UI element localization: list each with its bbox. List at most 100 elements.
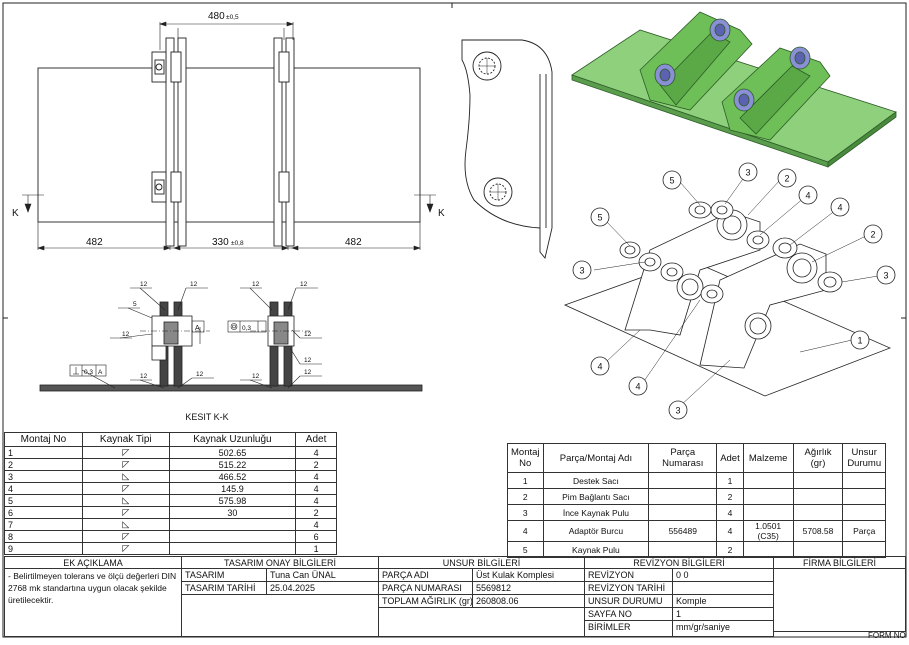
parts-pn bbox=[648, 541, 718, 558]
parts-qty: 1 bbox=[716, 472, 744, 489]
parts-st bbox=[842, 472, 886, 489]
weld-type-icon: ◺ bbox=[81, 470, 170, 483]
parts-st bbox=[842, 488, 886, 505]
parts-st: Parça bbox=[842, 520, 886, 542]
weld-qty: 4 bbox=[295, 494, 337, 507]
weld-no: 2 bbox=[4, 458, 83, 471]
svg-text:5: 5 bbox=[133, 301, 137, 308]
dim-482-left: 482 bbox=[86, 237, 103, 248]
balloon-label: 1 bbox=[857, 336, 862, 346]
parts-pn bbox=[648, 504, 718, 521]
balloon-label: 4 bbox=[597, 362, 602, 372]
weld-no: 7 bbox=[4, 518, 83, 531]
parts-no: 3 bbox=[507, 504, 544, 521]
weld-qty: 6 bbox=[295, 530, 337, 543]
weld-col-no: Montaj No bbox=[4, 432, 83, 447]
balloon bbox=[863, 224, 883, 244]
parts-w: 5708.58 bbox=[792, 520, 844, 542]
revizyon-label: REVİZYON bbox=[584, 568, 673, 582]
weld-labels: 12 12 5 12 12 12 12 12 12 12 12 12 bbox=[122, 281, 312, 380]
datum-a: A bbox=[195, 325, 200, 332]
balloon-label: 4 bbox=[635, 382, 640, 392]
parts-col-material: Malzeme bbox=[742, 443, 794, 473]
dim-330-tol: ±0,8 bbox=[231, 240, 244, 247]
weld-type-icon: ◸ bbox=[81, 530, 170, 543]
weld-no: 8 bbox=[4, 530, 83, 543]
parts-w bbox=[792, 504, 844, 521]
weld-symbols bbox=[81, 287, 322, 389]
balloon bbox=[628, 376, 648, 396]
balloon bbox=[662, 170, 682, 190]
parts-st bbox=[842, 541, 886, 558]
svg-text:12: 12 bbox=[140, 373, 148, 380]
table-row: 7◺4 bbox=[4, 518, 337, 531]
balloon bbox=[850, 330, 870, 350]
ek-aciklama-note: - Belirtilmeyen tolerans ve ölçü değerle… bbox=[4, 568, 182, 637]
gdt-frames bbox=[69, 320, 267, 377]
section-title: KESIT K-K bbox=[185, 412, 228, 422]
parts-no: 1 bbox=[507, 472, 544, 489]
parts-name: Pim Bağlantı Sacı bbox=[542, 488, 650, 505]
sayfa-no-label: SAYFA NO bbox=[584, 607, 673, 621]
table-row: 8◸ 6 bbox=[4, 530, 337, 543]
svg-text:12: 12 bbox=[190, 281, 198, 288]
weld-no: 4 bbox=[4, 482, 83, 495]
unsur-blank bbox=[378, 607, 585, 637]
weld-length bbox=[168, 542, 297, 555]
birimler-value: mm/gr/saniye bbox=[672, 620, 774, 637]
section-marker-right: K bbox=[438, 208, 445, 219]
exploded-view bbox=[563, 200, 892, 397]
balloon bbox=[738, 162, 758, 182]
svg-text:12: 12 bbox=[122, 331, 130, 338]
revizyon-tarihi-label: REVİZYON TARİHİ bbox=[584, 581, 673, 595]
tol-flat-ref: A bbox=[98, 369, 103, 376]
parts-mat bbox=[742, 541, 794, 558]
parts-no: 4 bbox=[507, 520, 544, 542]
parts-name: Destek Sacı bbox=[542, 472, 650, 489]
weld-type-icon: ◸ bbox=[81, 446, 170, 459]
weld-type-icon: ◸ bbox=[81, 482, 170, 495]
isometric-render bbox=[571, 11, 897, 168]
unsur-durumu-label: UNSUR DURUMU bbox=[584, 594, 673, 608]
parts-qty: 4 bbox=[716, 520, 744, 542]
balloon bbox=[668, 400, 688, 420]
parts-table: Montaj No Parça/Montaj Adı Parça Numaras… bbox=[507, 443, 886, 558]
balloon-label: 3 bbox=[675, 406, 680, 416]
birimler-label: BİRİMLER bbox=[584, 620, 673, 637]
toplam-agirlik-label: TOPLAM AĞIRLIK (gr) bbox=[378, 594, 473, 608]
weld-no: 9 bbox=[4, 542, 83, 555]
balloon-label: 2 bbox=[784, 174, 789, 184]
parts-mat: 1.0501 (C35) bbox=[742, 520, 794, 542]
weld-length: 466.52 bbox=[168, 470, 297, 483]
revizyon-tarihi-value bbox=[672, 581, 774, 595]
weld-qty: 4 bbox=[295, 446, 337, 459]
parts-w bbox=[792, 541, 844, 558]
balloon-label: 3 bbox=[883, 271, 888, 281]
tol-flat: 0,3 bbox=[84, 369, 93, 376]
weld-length bbox=[168, 530, 297, 543]
balloon-label: 3 bbox=[579, 266, 584, 276]
parts-name: Adaptör Burcu bbox=[542, 520, 650, 542]
weld-col-length: Kaynak Uzunluğu bbox=[168, 432, 297, 447]
dim-480: 480 bbox=[208, 11, 225, 22]
svg-text:12: 12 bbox=[140, 281, 148, 288]
parts-mat bbox=[742, 504, 794, 521]
weld-qty: 2 bbox=[295, 506, 337, 519]
dim-480-tol: ±0,5 bbox=[226, 14, 239, 21]
balloon bbox=[876, 265, 896, 285]
leader-lines bbox=[593, 175, 879, 407]
parts-col-no: Montaj No bbox=[507, 443, 544, 473]
section-k-k bbox=[39, 301, 423, 392]
dimensions-top-view bbox=[22, 21, 436, 251]
weld-type-icon: ◺ bbox=[81, 518, 170, 531]
weld-table: Montaj No Kaynak Tipi Kaynak Uzunluğu Ad… bbox=[4, 432, 337, 555]
parca-no-value: 5569812 bbox=[472, 581, 585, 595]
